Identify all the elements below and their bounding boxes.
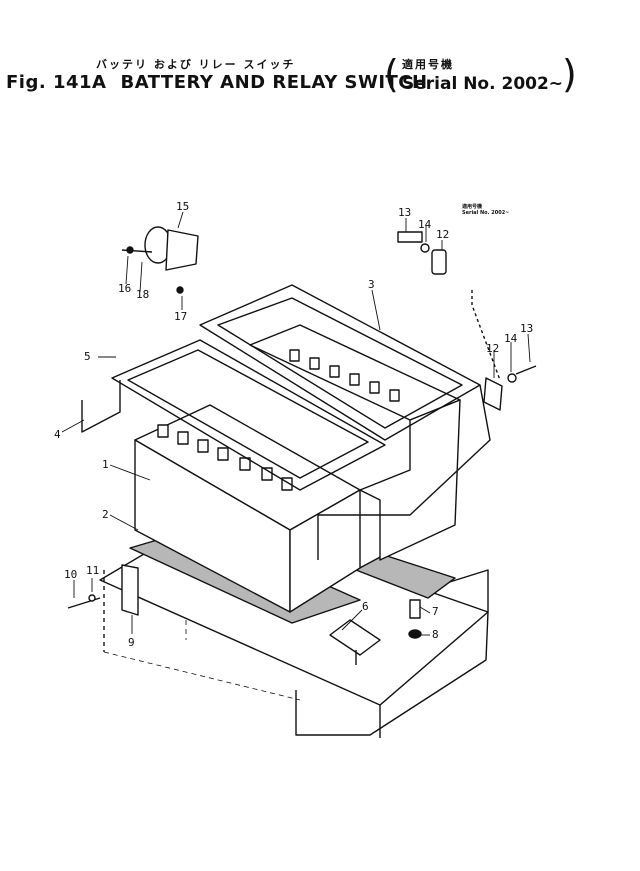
bolt: [408, 599, 422, 639]
callout-5: 5: [84, 350, 91, 363]
callout-3: 3: [368, 278, 375, 291]
callout-8: 8: [432, 628, 439, 641]
title-text: BATTERY AND RELAY SWITCH: [120, 72, 428, 93]
terminal-detail: [397, 231, 537, 411]
callout-1: 1: [102, 458, 109, 471]
serial-text: Serial No. 2002~: [402, 74, 564, 94]
model-label: 適用号機: [402, 58, 454, 71]
serial-note: 適用号機 Serial No. 2002~: [462, 204, 510, 216]
clip: [329, 619, 381, 665]
callout-6: 6: [362, 600, 369, 613]
callout-10: 10: [64, 568, 78, 581]
callout-7: 7: [432, 605, 439, 618]
callout-13a: 13: [398, 206, 412, 219]
callout-17: 17: [174, 310, 188, 323]
callout-9: 9: [128, 636, 135, 649]
leader-lines: [61, 211, 531, 636]
callout-16: 16: [118, 282, 132, 295]
battery-front: [134, 404, 361, 613]
callout-12a: 12: [436, 228, 450, 241]
callout-14a: 14: [418, 218, 432, 231]
callout-13b: 13: [520, 322, 534, 335]
clamp-bracket: [67, 564, 139, 652]
callout-4: 4: [54, 428, 61, 441]
battery-back: [249, 324, 461, 561]
japanese-title: バッテリ および リレー スイッチ: [96, 58, 296, 71]
callout-11: 11: [86, 564, 100, 577]
dashed-lines: [103, 620, 301, 701]
callout-18: 18: [136, 288, 150, 301]
relay-switch: [121, 226, 199, 294]
rod-bracket: [81, 380, 491, 560]
fig-label: Fig. 141A: [6, 72, 107, 93]
callout-14b: 14: [504, 332, 518, 345]
figure-title: Fig. 141A BATTERY AND RELAY SWITCH: [6, 72, 442, 93]
callout-15: 15: [176, 200, 190, 213]
callout-12b: 12: [486, 342, 500, 355]
callout-2: 2: [102, 508, 109, 521]
